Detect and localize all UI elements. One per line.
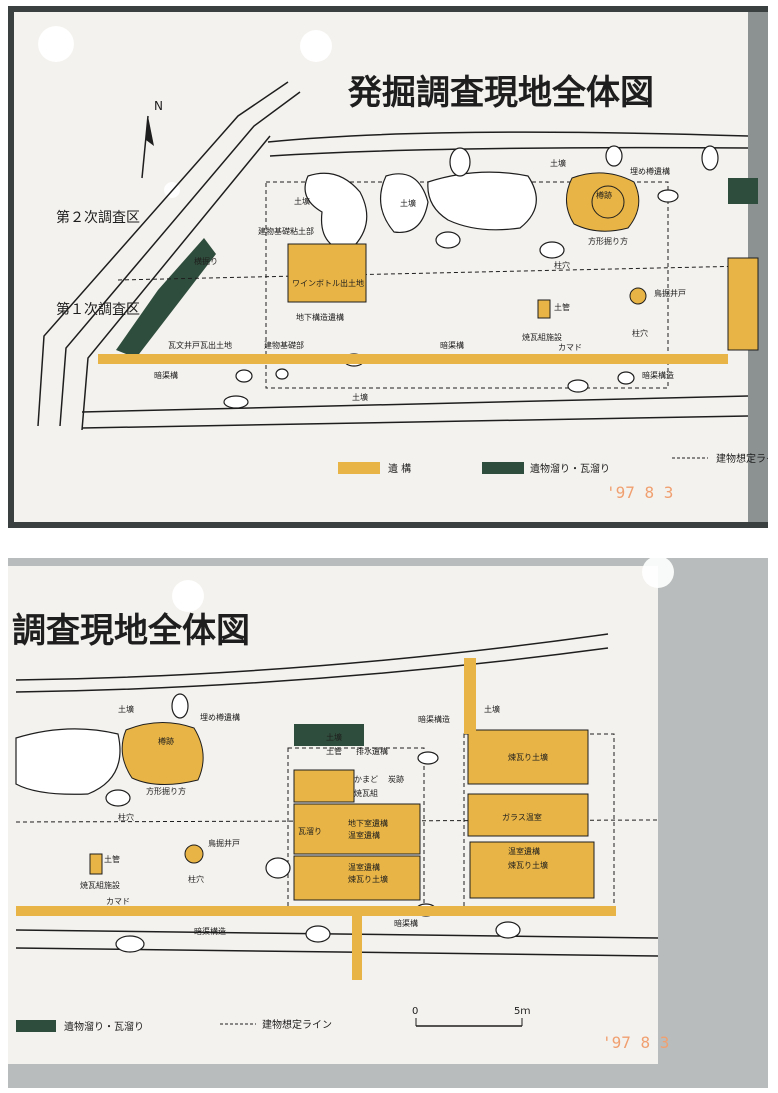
legend-ibutsu: 遺物溜り・瓦溜り: [530, 462, 610, 475]
pit-outlines: [223, 145, 719, 409]
map-title-2: 調査現地全体図: [12, 611, 250, 651]
label-dokan: 土管: [554, 302, 570, 312]
features-yellow-2: [16, 658, 616, 980]
features-yellow: [98, 172, 759, 364]
label-umeme: 埋め樽遺構: [630, 166, 670, 176]
label2-dokou-c: 土壙: [484, 704, 500, 714]
label-dokou-b: 土壙: [400, 198, 416, 208]
date-stamp-top: '97 8 3: [606, 483, 673, 502]
deposit-area-bottom: [294, 724, 364, 746]
label2-kamado2: かまど: [354, 775, 378, 784]
label-kenzoku: 建物基礎粘土部: [258, 226, 314, 236]
building-dashed-lines: [117, 181, 749, 389]
feature-wine-area: [287, 243, 367, 303]
label-dokou-c: 土壙: [550, 158, 566, 168]
legend2-ibutsu: 遺物溜り・瓦溜り: [64, 1020, 144, 1033]
label2-anka2: 暗渠構: [394, 918, 418, 928]
photo-top: 発掘調査現地全体図 N 第２次調査区 第１次調査区: [8, 6, 768, 528]
scale-5: 5ｍ: [514, 1006, 530, 1017]
label2-ana2: 柱穴: [188, 874, 204, 884]
legend-bottom: 遺物溜り・瓦溜り 建物想定ライン 0 5ｍ: [16, 1006, 530, 1033]
date-stamp-bottom: '97 8 3: [602, 1033, 669, 1052]
feature-main-road: [98, 354, 728, 364]
label-wine: ワインボトル出土地: [292, 278, 364, 288]
label-chika: 地下構造遺構: [296, 312, 344, 322]
label-kamado: カマド: [558, 343, 582, 352]
label2-karawa: 焼瓦組施設: [80, 880, 120, 890]
label2-dokou-b: 土壙: [326, 732, 342, 742]
label-anka2: 暗渠構: [154, 370, 178, 380]
label2-onshitsu2: 温室遺構: [348, 862, 380, 872]
label2-ana: 柱穴: [118, 812, 134, 822]
label2-glass: ガラス温室: [502, 812, 542, 822]
label-tori-ido: 鳥掘井戸: [654, 288, 686, 298]
legend-top: 遺 構 遺物溜り・瓦溜り 建物想定ライン: [338, 452, 768, 475]
label-yoko: 横掘り: [194, 256, 218, 266]
label-kisobu: 建物基礎部: [264, 340, 304, 350]
label-hakoato: 樽跡: [596, 190, 612, 200]
map-board-top: 発掘調査現地全体図 N 第２次調査区 第１次調査区: [8, 6, 768, 528]
north-arrow-icon: N: [141, 99, 163, 179]
label2-dokan: 土管: [104, 854, 120, 864]
label2-dokou-a: 土壙: [118, 704, 134, 714]
label-anka: 暗渠構: [440, 340, 464, 350]
scale-0: 0: [412, 1006, 418, 1017]
label2-kawara: 瓦溜り: [298, 826, 322, 836]
label2-houkei: 方形掘り方: [146, 786, 186, 796]
label2-onshitsu3: 温室遺構: [508, 846, 540, 856]
legend2-line: 建物想定ライン: [262, 1018, 332, 1031]
label-dokou-e: 土壙: [352, 392, 368, 402]
map-title: 発掘調査現地全体図: [348, 73, 654, 113]
label2-yakiwa: 焼瓦組: [354, 788, 378, 798]
deposit-area-diagonal: [116, 238, 216, 358]
label-ana: 柱穴: [554, 260, 570, 270]
label2-chikashitsu: 地下室遺構: [348, 818, 388, 828]
label-karawa: 焼瓦組施設: [522, 332, 562, 342]
label2-ruins: 炭跡: [388, 774, 404, 784]
diagonal-road: [37, 81, 301, 431]
label2-onshitsu: 温室遺構: [348, 830, 380, 840]
map-board-bottom: 調査現地全体図: [8, 558, 768, 1088]
legend-line: 建物想定ライン: [716, 452, 768, 465]
label2-kamado: カマド: [106, 897, 130, 906]
label2-renga3: 煉瓦り土壙: [508, 860, 548, 870]
top-boundary: [81, 131, 749, 429]
label2-haisui: 排水遺構: [356, 746, 388, 756]
label-ana2: 柱穴: [632, 328, 648, 338]
label2-renga2: 煉瓦り土壙: [508, 752, 548, 762]
label2-hakoato: 樽跡: [158, 736, 174, 746]
label-anka3: 暗渠構造: [642, 370, 674, 380]
label2-dokan2: 土管: [326, 746, 342, 756]
label2-anka3: 暗渠構造: [418, 714, 450, 724]
label2-umeme: 埋め樽遺構: [200, 712, 240, 722]
label2-anka: 暗渠構造: [194, 926, 226, 936]
label2-tori-ido: 鳥掘井戸: [208, 838, 240, 848]
area-label-2nd: 第２次調査区: [56, 209, 140, 226]
label-ido-shutsudo: 瓦文井戸瓦出土地: [168, 340, 232, 350]
photo-bottom: 調査現地全体図: [8, 558, 768, 1088]
label-houkei: 方形掘り方: [588, 236, 628, 246]
scale-bar: 0 5ｍ: [412, 1006, 530, 1027]
label2-renga: 煉瓦り土壙: [348, 874, 388, 884]
legend-iko: 遺 構: [388, 462, 411, 475]
pit-outlines-2: [15, 693, 521, 953]
north-label: N: [154, 99, 163, 113]
label-dokou-a: 土壙: [294, 196, 310, 206]
